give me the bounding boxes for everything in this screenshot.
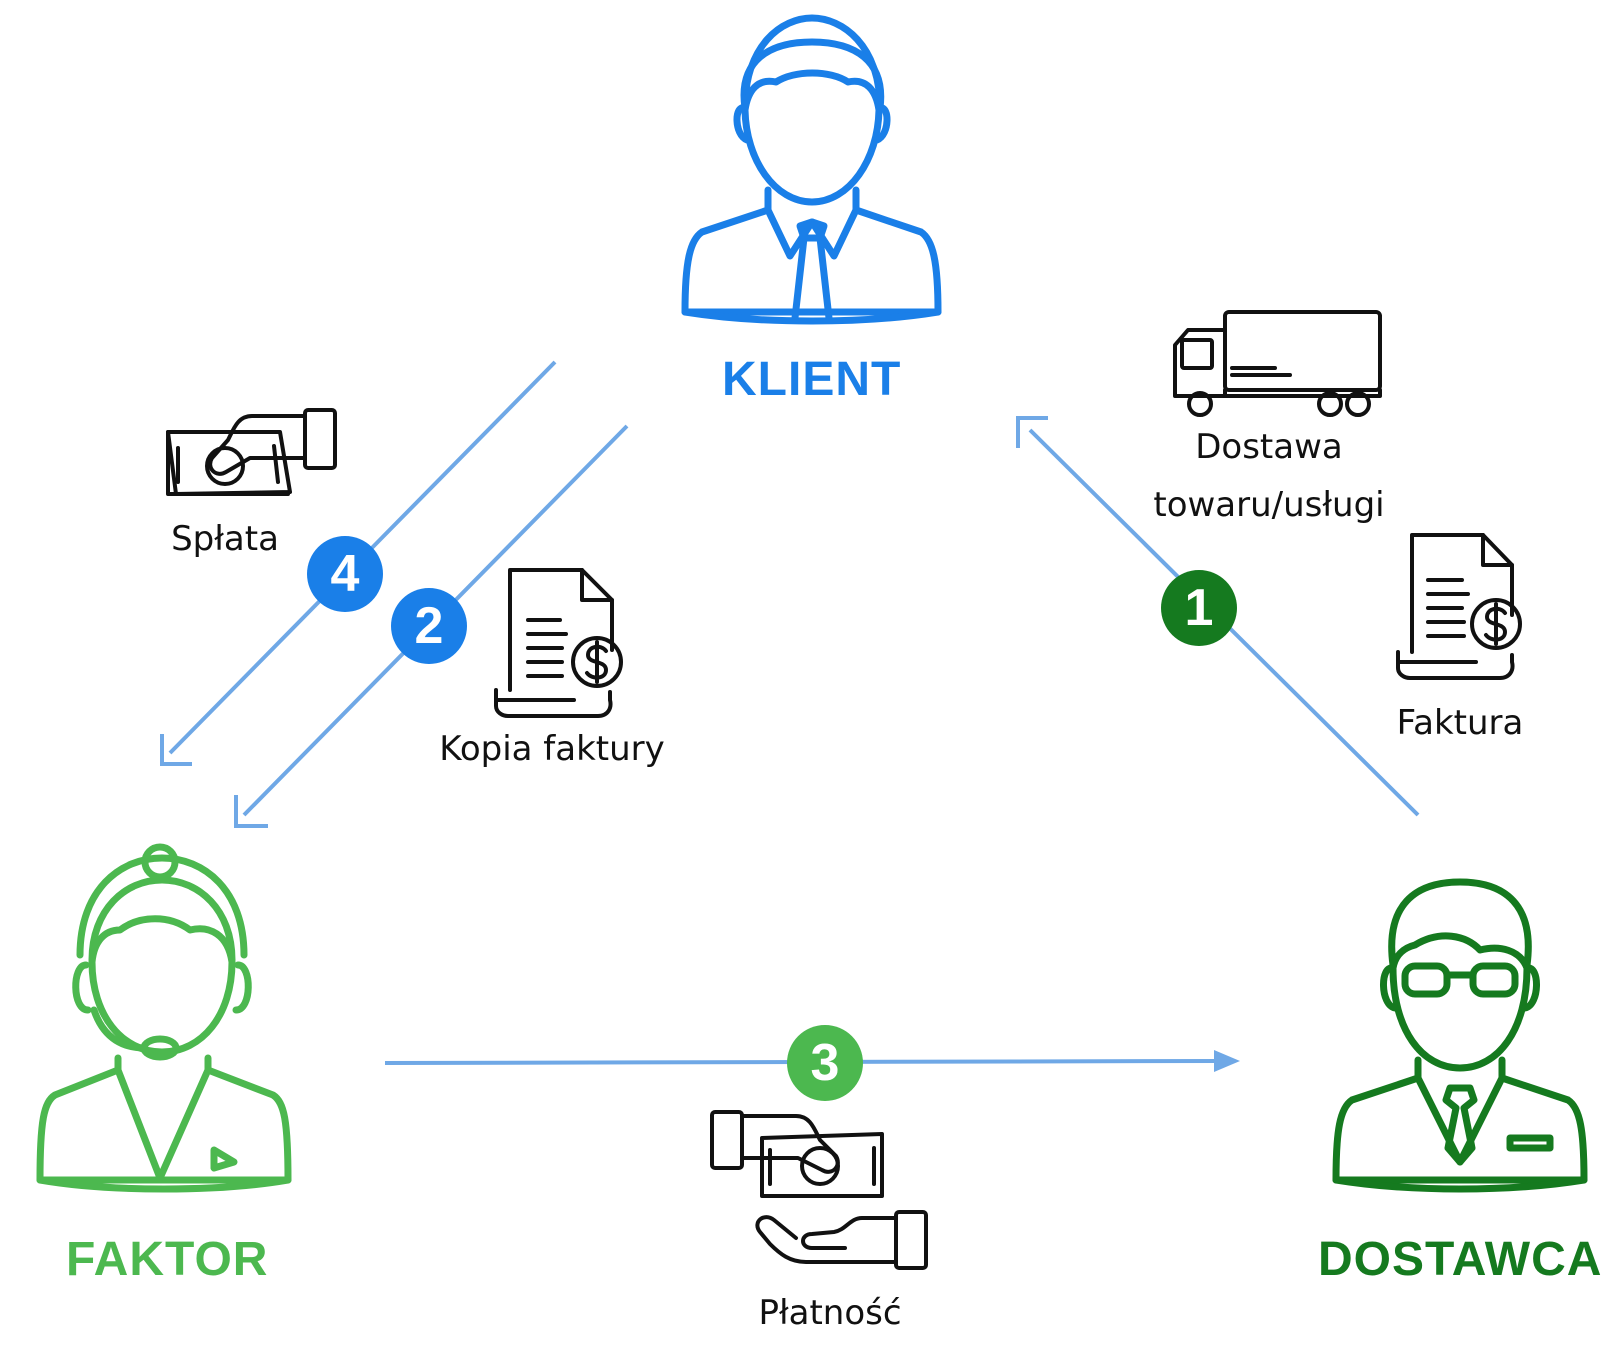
step-badge-4: 4: [307, 536, 383, 612]
invoice-label: Faktura: [1396, 703, 1524, 743]
factor-title: FAKTOR: [66, 1233, 269, 1286]
step-badge-2: 2: [391, 588, 467, 664]
invoice-copy-label: Kopia faktury: [439, 729, 665, 769]
delivery-label-line1: Dostawa: [1195, 427, 1343, 467]
invoice-dollar-icon: [1396, 533, 1522, 680]
client-title: KLIENT: [722, 353, 902, 406]
step-badge-3: 3: [787, 1025, 863, 1101]
cash-hand-icon: [166, 408, 337, 496]
payment-label: Płatność: [758, 1293, 902, 1333]
delivery-label-line2: towaru/usługi: [1153, 485, 1385, 525]
delivery-label: Dostawa towaru/usługi: [1140, 418, 1398, 534]
truck-icon: [1173, 310, 1382, 417]
cash-hand-receive-icon: [710, 1110, 928, 1270]
step-badge-1: 1: [1161, 570, 1237, 646]
invoice-dollar-icon: [494, 568, 623, 718]
businessman-icon: [681, 14, 942, 325]
supplier-title: DOSTAWCA: [1318, 1233, 1603, 1286]
businessman-glasses-icon: [1332, 878, 1588, 1193]
headset-operator-icon: [36, 843, 292, 1193]
repayment-label: Spłata: [171, 519, 279, 559]
